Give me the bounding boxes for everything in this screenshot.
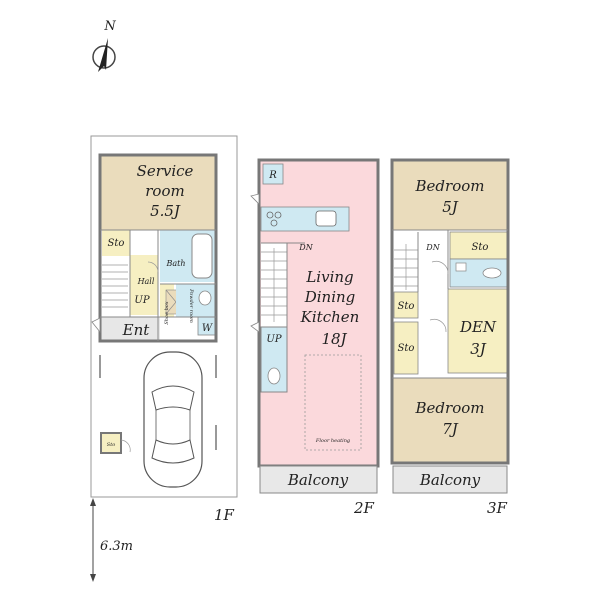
ldk-label-living: Living xyxy=(305,268,353,286)
floor-3f-label: 3F xyxy=(487,499,508,517)
storage-3f-c xyxy=(393,321,419,375)
floor-3f: Bedroom 5J DN Sto Sto Sto DEN 3J xyxy=(390,158,510,517)
storage-1f-label: Sto xyxy=(108,238,125,249)
bath-label: Bath xyxy=(165,259,185,268)
entrance xyxy=(100,317,160,341)
floor-1f-label: 1F xyxy=(214,506,235,524)
ldk-label-dining: Dining xyxy=(304,288,356,306)
dimension-line: 6.3m xyxy=(90,498,133,582)
storage-1f xyxy=(102,230,130,256)
hall xyxy=(130,255,158,315)
floor-2f: R DN UP Floor heating Livi xyxy=(250,158,380,517)
toilet-icon xyxy=(267,367,281,385)
bathtub-icon xyxy=(191,233,213,279)
up-label-2f: UP xyxy=(266,334,281,345)
floor-heating-area xyxy=(304,354,362,451)
door-swing-1f xyxy=(147,261,159,273)
bedroom-1-label: Bedroom xyxy=(415,177,485,195)
service-room-label: Service xyxy=(137,162,194,180)
stair-steps-2f xyxy=(261,248,287,322)
outdoor-storage xyxy=(100,432,122,454)
stair-steps-3f xyxy=(394,244,418,290)
balcony-2f xyxy=(259,465,378,494)
floor-heating-label: Floor heating xyxy=(315,438,350,444)
refrigerator xyxy=(262,163,284,185)
entrance-label: Ent xyxy=(122,321,151,339)
sink-icon xyxy=(198,290,212,306)
service-room-label-2: room xyxy=(145,182,184,200)
bedroom-1 xyxy=(392,160,508,230)
site-boundary xyxy=(90,135,238,498)
walls-3f xyxy=(390,158,510,465)
stairs-1f xyxy=(102,258,128,315)
floor-2f-label: 2F xyxy=(353,499,375,517)
bedroom-1-size: 5J xyxy=(442,198,459,216)
stair-steps-1f xyxy=(102,264,128,308)
storage-3f-c-label: Sto xyxy=(398,343,415,354)
car-icon xyxy=(143,351,203,488)
dimension-label: 6.3m xyxy=(100,539,133,554)
den-size: 3J xyxy=(470,340,487,358)
compass-north-label: N xyxy=(103,19,116,34)
hall-label: Hall xyxy=(137,277,155,286)
storage-3f-a-label: Sto xyxy=(472,242,489,253)
entrance-door-icon xyxy=(91,317,101,334)
service-room xyxy=(100,155,216,230)
dn-label-2f: DN xyxy=(298,243,313,252)
ldk-size: 18J xyxy=(321,330,347,348)
toilet-3f-icon xyxy=(482,267,502,279)
powder-room-label: Powder room xyxy=(188,288,194,323)
shoe-box-label: Shoe box xyxy=(164,301,170,324)
storage-3f-b-label: Sto xyxy=(398,301,415,312)
floor-1f: Service room 5.5J Sto Hall UP Bath Shoe … xyxy=(90,135,238,524)
ldk-label-kitchen: Kitchen xyxy=(300,308,360,326)
washer-label: W xyxy=(202,323,213,334)
balcony-3f-label: Balcony xyxy=(419,471,481,489)
compass: N xyxy=(92,19,116,72)
outdoor-storage-label: Sto xyxy=(107,442,115,448)
storage-3f-b xyxy=(393,291,419,319)
dn-label-3f: DN xyxy=(425,243,440,252)
bedroom-2-size: 7J xyxy=(442,420,459,438)
den-label: DEN xyxy=(459,318,497,336)
kitchen-sink-icon xyxy=(315,210,337,227)
up-label-1f: UP xyxy=(134,295,149,306)
service-room-size: 5.5J xyxy=(150,202,181,220)
balcony-3f xyxy=(392,465,508,494)
refrigerator-label: R xyxy=(268,170,277,181)
bedroom-2 xyxy=(392,378,508,463)
bedroom-2-label: Bedroom xyxy=(415,399,485,417)
balcony-2f-label: Balcony xyxy=(287,471,349,489)
north-arrow-icon xyxy=(98,38,108,72)
stove-icon xyxy=(266,211,274,219)
door-swing-3f xyxy=(431,261,449,275)
